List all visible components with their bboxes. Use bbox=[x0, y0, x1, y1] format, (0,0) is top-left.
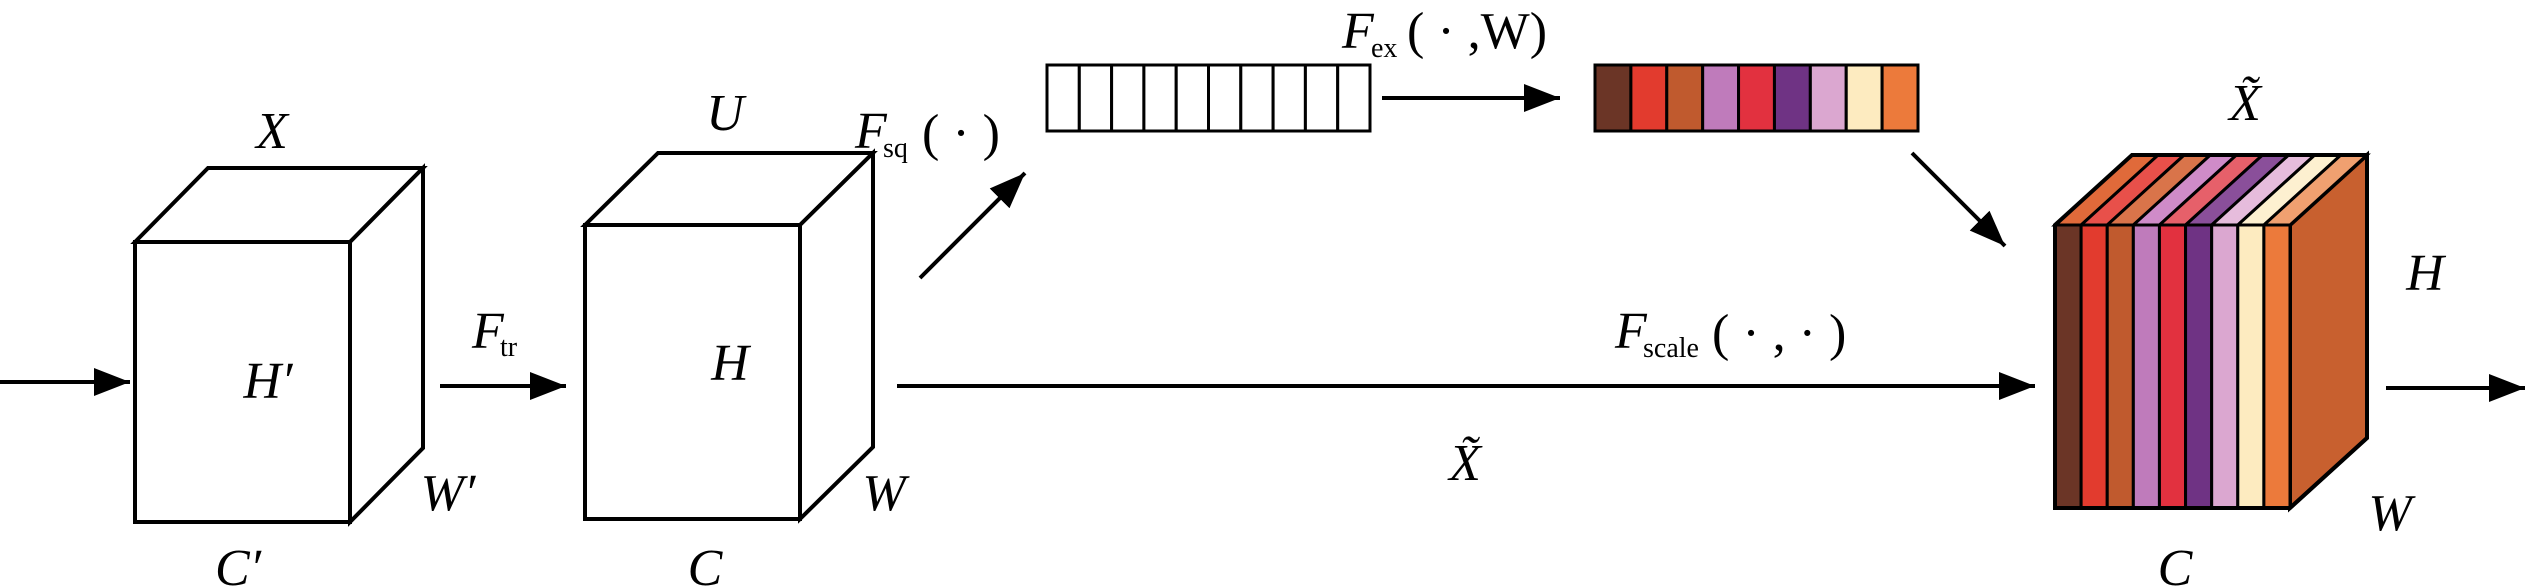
squeeze-cell bbox=[1303, 63, 1340, 133]
output-front-slice bbox=[2236, 223, 2266, 510]
squeeze-cell bbox=[1207, 63, 1243, 133]
squeeze-vector bbox=[1045, 63, 1372, 133]
transform-subscript: tr bbox=[500, 332, 518, 363]
excitation-cell bbox=[1593, 63, 1633, 133]
excitation-subscript: ex bbox=[1371, 33, 1397, 64]
excitation-label: F bbox=[1341, 3, 1375, 60]
output-front-slice bbox=[2157, 223, 2188, 510]
feature-cube bbox=[580, 148, 878, 524]
excitation-cell bbox=[1737, 63, 1776, 133]
scale-label: F bbox=[1614, 303, 1648, 360]
squeeze-arrow bbox=[918, 171, 1027, 280]
input-cube bbox=[130, 163, 428, 527]
squeeze-cell bbox=[1110, 63, 1146, 133]
excitation-vector bbox=[1593, 63, 1920, 133]
output-cube bbox=[2051, 150, 2371, 513]
excitation-cell bbox=[1665, 63, 1705, 133]
squeeze-cell bbox=[1142, 63, 1178, 133]
scale-subscript: scale bbox=[1643, 333, 1699, 364]
output-front-slice bbox=[2131, 223, 2161, 510]
output-front-slice bbox=[2105, 223, 2135, 510]
excitation-cell bbox=[1701, 63, 1741, 133]
squeeze-cell bbox=[1077, 63, 1114, 133]
output-front-slice bbox=[2262, 223, 2292, 510]
scale-args: ( · , · ) bbox=[1712, 305, 1846, 362]
output-front-slice bbox=[2053, 223, 2083, 510]
excitation-cell bbox=[1880, 63, 1920, 133]
feature-tensor-label: U bbox=[706, 85, 747, 142]
scale-weights-arrow bbox=[1910, 151, 2007, 248]
excitation-cell bbox=[1629, 63, 1669, 133]
input-height-label: H′ bbox=[243, 353, 295, 410]
excitation-cell bbox=[1844, 63, 1884, 133]
transform-label: F bbox=[471, 303, 505, 360]
feature-width-label: W bbox=[862, 465, 910, 522]
squeeze-args: ( · ) bbox=[922, 105, 1000, 162]
excitation-args: ( · ,W) bbox=[1407, 3, 1547, 60]
input-tensor-label: X bbox=[254, 103, 290, 160]
output-front-slice bbox=[2079, 223, 2109, 510]
squeeze-cell bbox=[1045, 63, 1081, 133]
squeeze-label: F bbox=[854, 103, 888, 160]
squeeze-cell bbox=[1271, 63, 1307, 133]
output-height-label: H bbox=[2405, 245, 2446, 302]
output-front-slice bbox=[2184, 223, 2214, 510]
squeeze-subscript: sq bbox=[883, 133, 908, 164]
input-channels-label: C′ bbox=[215, 540, 263, 587]
excitation-cell bbox=[1772, 63, 1812, 133]
excitation-cell bbox=[1808, 63, 1848, 133]
output-front-slice bbox=[2210, 223, 2240, 510]
skip-tensor-label: X̃ bbox=[1447, 435, 1483, 492]
output-tensor-label: X̃ bbox=[2227, 75, 2263, 132]
squeeze-cell bbox=[1239, 63, 1275, 133]
squeeze-cell bbox=[1336, 63, 1372, 133]
feature-height-label: H bbox=[710, 335, 751, 392]
squeeze-cell bbox=[1174, 63, 1210, 133]
input-width-label: W′ bbox=[421, 465, 477, 522]
output-channels-label: C bbox=[2158, 540, 2194, 587]
output-width-label: W bbox=[2368, 485, 2416, 542]
output-cube-outline bbox=[2053, 153, 2369, 510]
feature-channels-label: C bbox=[688, 540, 724, 587]
